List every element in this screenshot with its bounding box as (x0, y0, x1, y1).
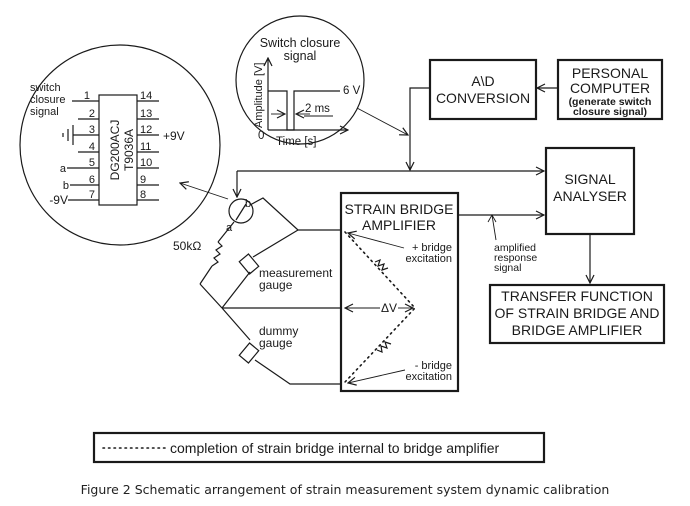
pin-13: 13 (140, 108, 152, 120)
plus-excitation-label-1: + bridge (412, 242, 452, 254)
dummy-gauge-label-1: dummy (259, 324, 298, 338)
signal-analyser-block: SIGNAL ANALYSER (544, 146, 636, 236)
measurement-gauge-label-1: measurement (259, 266, 333, 280)
chip-inset-pointer (180, 183, 229, 200)
bridge-plus-excitation-wire (249, 197, 341, 231)
pin-9: 9 (140, 174, 146, 186)
signal-inset: Switch closure signal 6 V 2 ms 0 Time [s… (235, 15, 365, 148)
pin-10: 10 (140, 157, 152, 169)
switch-signal-label-2: closure (30, 94, 65, 106)
personal-computer-block: PERSONAL COMPUTER (generate switch closu… (556, 58, 664, 121)
pin-11: 11 (140, 141, 151, 153)
plus-excitation-label-2: excitation (406, 253, 452, 265)
pc-note-2: closure signal) (573, 106, 647, 118)
bridge-minus-excitation-wire (254, 359, 341, 385)
plus-9v-label: +9V (163, 129, 185, 143)
switch-blade (235, 203, 247, 221)
ad-label-1: A\D (471, 73, 494, 89)
ad-down-arrow (410, 87, 430, 170)
ic-right-pins (137, 100, 159, 201)
dummy-gauge-icon (238, 342, 260, 364)
amp-label-2: AMPLIFIER (362, 217, 436, 233)
pin-8: 8 (140, 189, 146, 201)
analyser-label-1: SIGNAL (564, 171, 616, 187)
transfer-function-block: TRANSFER FUNCTION OF STRAIN BRIDGE AND B… (488, 283, 666, 345)
resistor-label: 50kΩ (173, 239, 201, 253)
switch-signal-label-1: switch (30, 82, 61, 94)
ic-part-number: DG200ACJ (108, 120, 122, 181)
strain-bridge-amplifier-block: STRAIN BRIDGE AMPLIFIER (339, 191, 460, 393)
ic-lot-code: T9036A (122, 129, 136, 171)
dummy-gauge-label-2: gauge (259, 336, 293, 350)
pin-6: 6 (89, 174, 95, 186)
minus-excitation-pointer (348, 369, 406, 383)
signal-title-1: Switch closure (260, 36, 341, 50)
pin-2: 2 (89, 108, 95, 120)
pin-7: 7 (89, 189, 95, 201)
pin-14: 14 (140, 90, 152, 102)
pin-a-label: a (60, 163, 67, 175)
legend-box: completion of strain bridge internal to … (92, 431, 546, 464)
ground-icon (62, 125, 74, 145)
tf-label-1: TRANSFER FUNCTION (501, 288, 653, 304)
pin-3: 3 (89, 124, 95, 136)
amplified-signal-pointer (491, 214, 497, 241)
pc-note-1: (generate switch (569, 96, 652, 108)
figure-caption: Figure 2 Schematic arrangement of strain… (81, 482, 610, 497)
amplified-signal-label-3: signal (494, 262, 521, 274)
chip-inset: 1 2 3 4 5 6 7 14 13 12 11 10 9 8 switch … (19, 44, 221, 246)
resistor-50k-icon (211, 241, 223, 267)
switch-circle (228, 198, 254, 224)
signal-pulse-waveform (268, 90, 340, 131)
pulse-width-label: 2 ms (305, 103, 330, 115)
strain-bridge: b a 50kΩ measurement gauge dummy gauge +… (173, 197, 537, 385)
delta-v-label: ΔV (381, 301, 397, 315)
pin-4: 4 (89, 141, 95, 153)
pin-5: 5 (89, 157, 95, 169)
connections (180, 88, 590, 283)
minus-excitation-label-1: - bridge (415, 360, 452, 372)
tf-label-2: OF STRAIN BRIDGE AND (495, 305, 660, 321)
pin-1: 1 (84, 90, 90, 102)
minus-9v-label: -9V (49, 193, 68, 207)
chip-inset-circle (19, 44, 221, 246)
signal-inset-pointer (356, 107, 408, 135)
pc-label-1: PERSONAL (572, 65, 648, 81)
switch-a-label: a (226, 222, 233, 234)
switch-b-label: b (245, 198, 251, 210)
internal-bridge-completion (344, 231, 417, 383)
signal-origin-label: 0 (258, 130, 264, 142)
ad-label-2: CONVERSION (436, 90, 530, 106)
pin-12: 12 (140, 124, 152, 136)
internal-resistor-upper-icon (374, 258, 389, 271)
amplified-signal-label-1: amplified (494, 242, 536, 254)
plus-excitation-pointer (348, 233, 405, 249)
ic-package (98, 94, 138, 206)
tf-label-3: BRIDGE AMPLIFIER (512, 322, 643, 338)
measurement-gauge-icon (238, 253, 260, 275)
switch-signal-label-3: signal (30, 106, 59, 118)
analyser-label-2: ANALYSER (553, 188, 627, 204)
ad-conversion-block: A\D CONVERSION (428, 58, 538, 121)
pc-label-2: COMPUTER (570, 80, 650, 96)
signal-inset-circle (235, 15, 365, 145)
signal-x-axis-label: Time [s] (276, 136, 316, 148)
measurement-gauge-label-2: gauge (259, 278, 293, 292)
minus-excitation-label-2: excitation (406, 371, 452, 383)
amplified-signal-label-2: response (494, 252, 537, 264)
signal-level-label: 6 V (343, 85, 361, 97)
amp-label-1: STRAIN BRIDGE (345, 201, 454, 217)
signal-title-2: signal (284, 49, 317, 63)
pin-b-label: b (63, 180, 69, 192)
internal-resistor-lower-icon (376, 341, 392, 353)
legend-text: completion of strain bridge internal to … (170, 440, 500, 456)
ic-left-pins (67, 100, 99, 201)
signal-y-axis-label: Amplitude [V] (253, 63, 265, 128)
